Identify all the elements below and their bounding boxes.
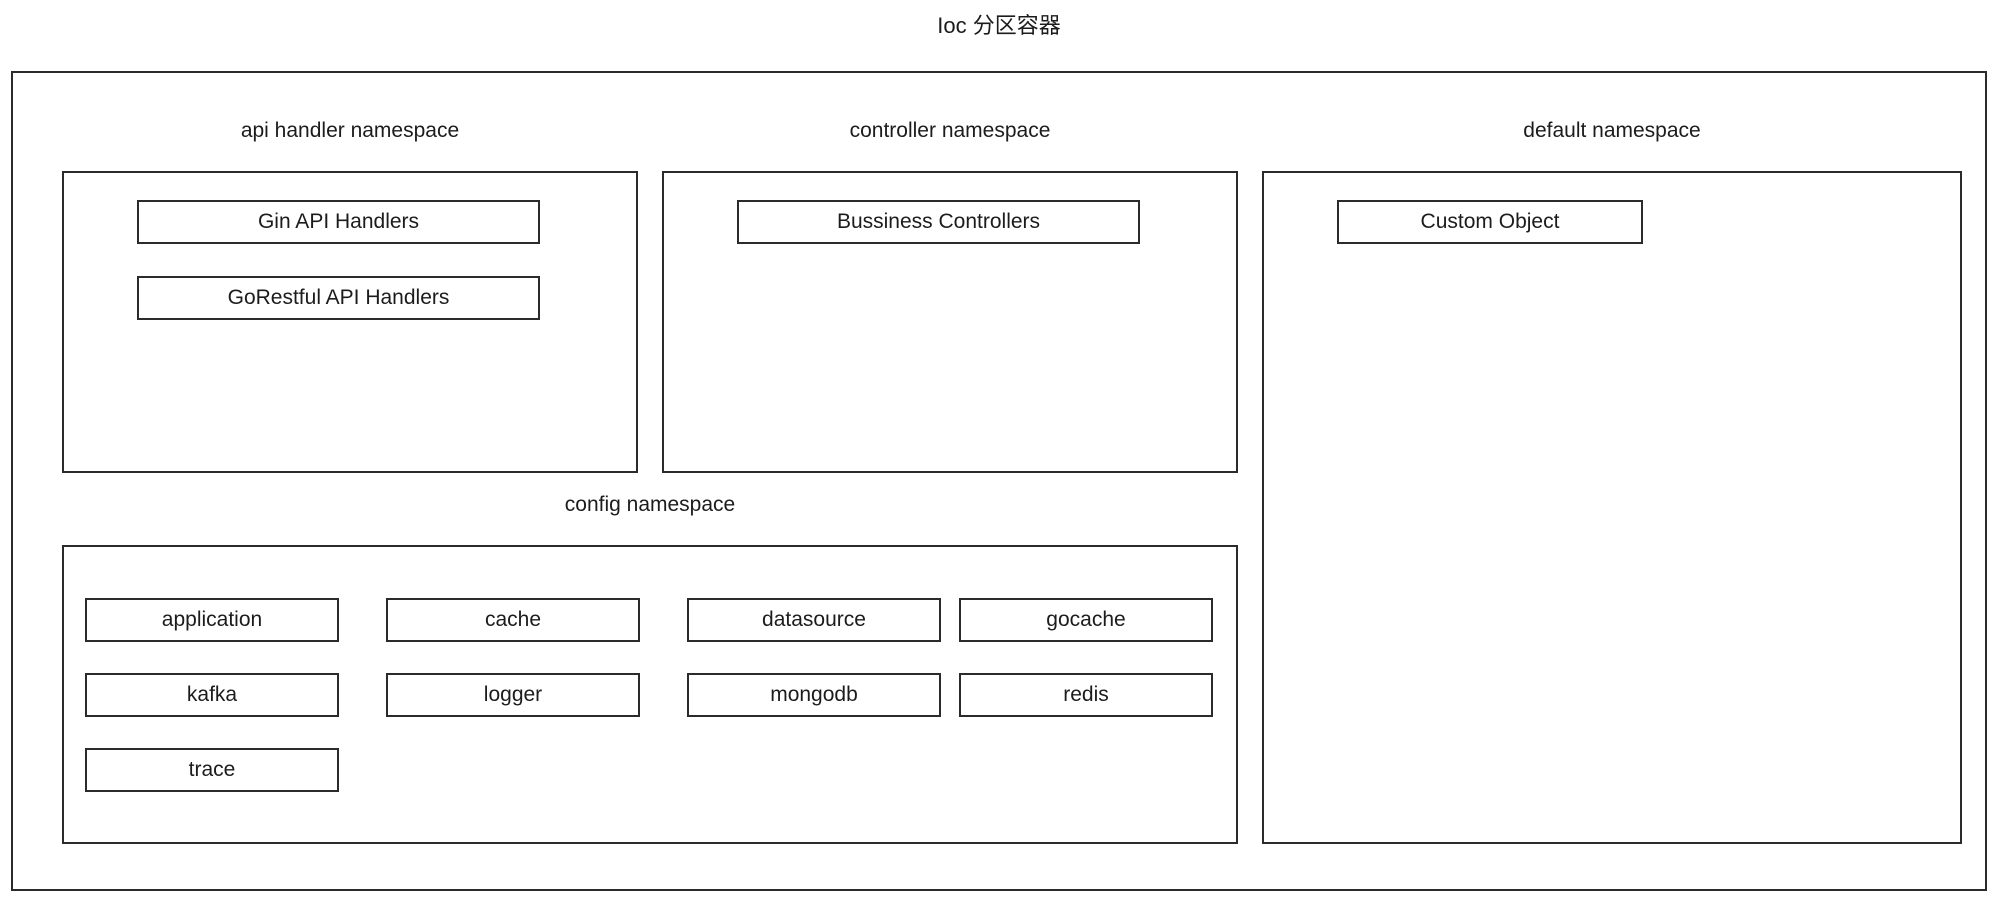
component-datasource[interactable]: datasource	[687, 598, 941, 642]
component-gorestful-api-handlers[interactable]: GoRestful API Handlers	[137, 276, 540, 320]
component-kafka[interactable]: kafka	[85, 673, 339, 717]
component-application[interactable]: application	[85, 598, 339, 642]
namespace-region-default	[1262, 171, 1962, 844]
component-redis[interactable]: redis	[959, 673, 1213, 717]
component-gocache[interactable]: gocache	[959, 598, 1213, 642]
component-bussiness-controllers[interactable]: Bussiness Controllers	[737, 200, 1140, 244]
namespace-label-config: config namespace	[564, 493, 736, 516]
component-mongodb[interactable]: mongodb	[687, 673, 941, 717]
namespace-label-controller: controller namespace	[849, 119, 1051, 142]
component-gin-api-handlers[interactable]: Gin API Handlers	[137, 200, 540, 244]
namespace-label-default: default namespace	[1523, 119, 1701, 142]
diagram-title: Ioc 分区容器	[937, 13, 1061, 38]
component-trace[interactable]: trace	[85, 748, 339, 792]
component-logger[interactable]: logger	[386, 673, 640, 717]
namespace-label-api-handler: api handler namespace	[240, 119, 460, 142]
component-cache[interactable]: cache	[386, 598, 640, 642]
component-custom-object[interactable]: Custom Object	[1337, 200, 1643, 244]
